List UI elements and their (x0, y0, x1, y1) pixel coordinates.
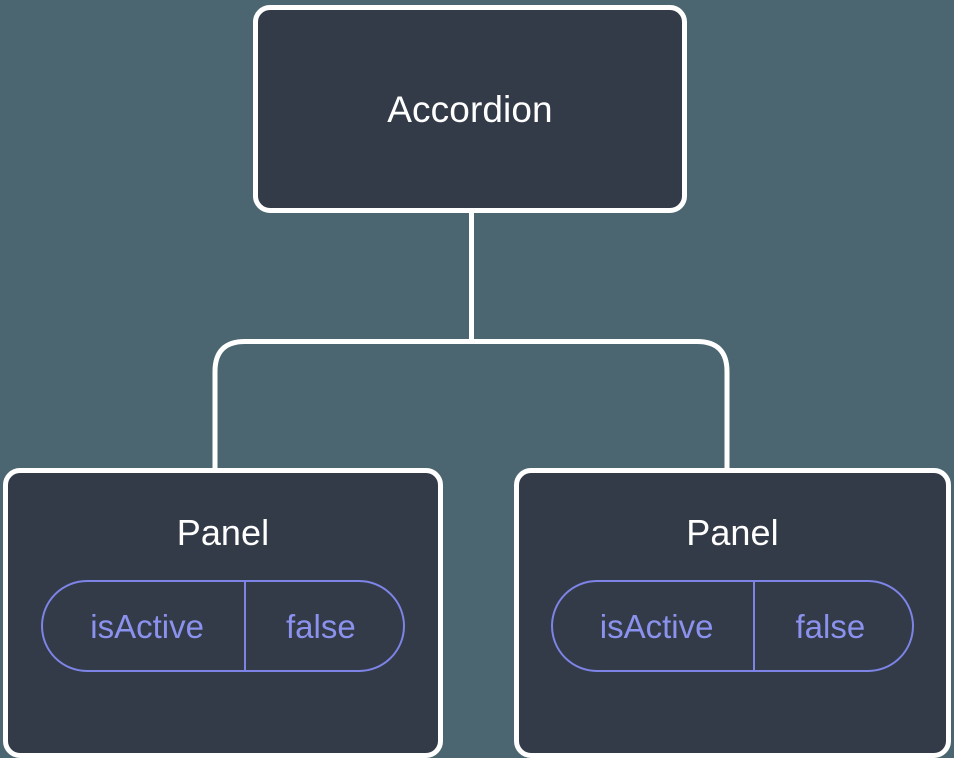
node-accordion-label: Accordion (387, 88, 553, 130)
state-badge-panel-2-key: isActive (599, 607, 714, 645)
state-badge-panel-1[interactable]: isActive false (41, 580, 405, 672)
state-badge-panel-2-key-cell: isActive (553, 582, 756, 670)
edge-to-right-panel (471, 339, 730, 472)
state-badge-panel-2-value: false (795, 607, 866, 645)
state-badge-panel-1-value: false (285, 607, 356, 645)
node-panel-1[interactable]: Panel isActive false (3, 468, 443, 758)
edge-to-left-panel (212, 339, 472, 472)
state-badge-panel-1-key-cell: isActive (43, 582, 246, 670)
state-badge-panel-2[interactable]: isActive false (550, 580, 915, 672)
component-tree-diagram: Accordion Panel isActive false Panel isA… (3, 5, 951, 758)
state-badge-panel-1-value-cell: false (246, 582, 403, 670)
node-panel-2[interactable]: Panel isActive false (514, 468, 951, 758)
node-panel-2-label: Panel (686, 512, 779, 553)
state-badge-panel-2-value-cell: false (755, 582, 912, 670)
node-accordion[interactable]: Accordion (253, 5, 687, 213)
state-badge-panel-1-key: isActive (90, 607, 204, 645)
node-panel-1-label: Panel (176, 512, 270, 553)
